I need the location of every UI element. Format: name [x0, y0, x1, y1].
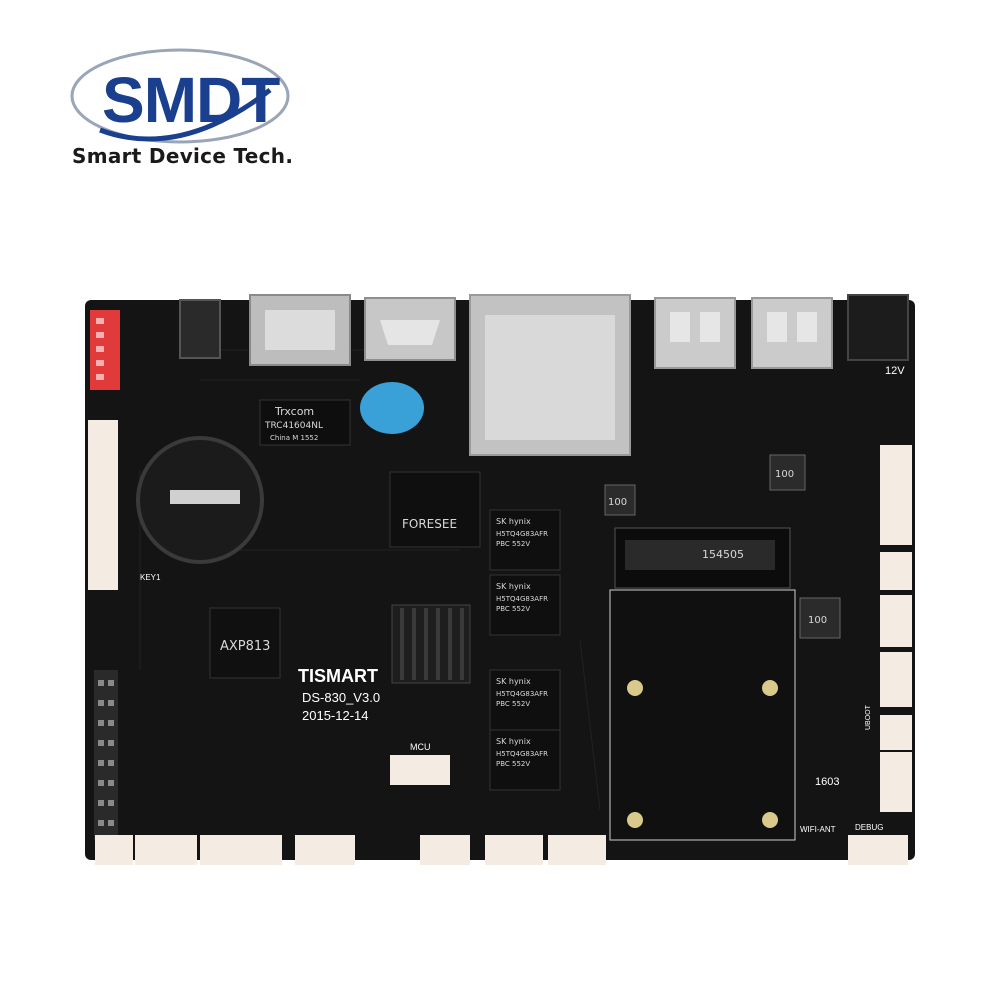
- debug-label: DEBUG: [855, 823, 883, 832]
- lan-transformer: [259, 399, 351, 446]
- svg-text:H5TQ4G83AFR: H5TQ4G83AFR: [496, 690, 548, 698]
- bottom-connector-7: [548, 835, 606, 865]
- bottom-connector-8: [848, 835, 908, 865]
- bottom-connector-1: [95, 835, 133, 865]
- board-date: 2015-12-14: [302, 708, 369, 723]
- svg-text:H5TQ4G83AFR: H5TQ4G83AFR: [496, 750, 548, 758]
- svg-text:PBC 552V: PBC 552V: [496, 760, 530, 768]
- logo-tagline: Smart Device Tech.: [72, 144, 294, 168]
- svg-text:TRC41604NL: TRC41604NL: [264, 421, 323, 431]
- logo-swoosh-icon: [70, 48, 290, 144]
- svg-text:100: 100: [775, 469, 794, 480]
- bottom-connector-2: [135, 835, 197, 865]
- emmc-chip: [389, 471, 481, 548]
- ram-chip-1: SK hynix H5TQ4G83AFR PBC 552V: [489, 509, 561, 571]
- bottom-connector-6: [485, 835, 543, 865]
- svg-text:Trxcom: Trxcom: [274, 405, 314, 418]
- left-connector-2: [88, 500, 118, 590]
- power-jack: [847, 294, 909, 361]
- audio-jack: [179, 299, 221, 359]
- svg-text:H5TQ4G83AFR: H5TQ4G83AFR: [496, 530, 548, 538]
- mcu-label: MCU: [410, 742, 431, 752]
- svg-text:SK hynix: SK hynix: [496, 737, 531, 746]
- wifi-ant-label: WIFI-ANT: [800, 825, 836, 834]
- svg-text:PBC 552V: PBC 552V: [496, 605, 530, 613]
- right-connector-5: [880, 715, 912, 750]
- right-connector-3: [880, 595, 912, 647]
- svg-text:PBC 552V: PBC 552V: [496, 700, 530, 708]
- inductor-2: [769, 454, 806, 491]
- inductor-3: [799, 597, 841, 639]
- usb-port-1: [654, 297, 736, 369]
- ceramic-capacitor: [360, 382, 424, 434]
- svg-text:SK hynix: SK hynix: [496, 582, 531, 591]
- board-brand: TISMART: [298, 666, 378, 686]
- bottom-connector-5: [420, 835, 470, 865]
- left-connector-1: [88, 420, 118, 500]
- power-label: 12V: [885, 365, 905, 377]
- svg-text:H5TQ4G83AFR: H5TQ4G83AFR: [496, 595, 548, 603]
- svg-text:100: 100: [608, 497, 627, 508]
- module-area: [609, 589, 796, 841]
- right-connector-2: [880, 552, 912, 590]
- ram-chip-2: SK hynix H5TQ4G83AFR PBC 552V: [489, 574, 561, 636]
- bottom-connector-4: [295, 835, 355, 865]
- key-label: KEY1: [140, 573, 161, 582]
- logo-wordmark: SMDT: [102, 64, 280, 136]
- svg-text:PBC 552V: PBC 552V: [496, 540, 530, 548]
- red-header: [90, 310, 120, 390]
- pin-header: [94, 670, 118, 840]
- board-model: DS-830_V3.0: [302, 690, 380, 705]
- usb-port-2: [751, 297, 833, 369]
- svg-text:SK hynix: SK hynix: [496, 677, 531, 686]
- ram-chip-4: SK hynix H5TQ4G83AFR PBC 552V: [489, 729, 561, 791]
- ram-chip-3: SK hynix H5TQ4G83AFR PBC 552V: [489, 669, 561, 731]
- svg-text:China M 1552: China M 1552: [270, 434, 318, 442]
- svg-text:AXP813: AXP813: [220, 639, 270, 654]
- mcu-connector: [390, 755, 450, 785]
- circuit-board: 12V Trxcom TRC41604NL China M 1552 KEY1 …: [80, 290, 920, 870]
- bottom-connector-3: [200, 835, 282, 865]
- right-connector-6: [880, 752, 912, 812]
- inductor-1: [604, 484, 636, 516]
- svg-text:FORESEE: FORESEE: [402, 517, 457, 531]
- right-connector-1: [880, 445, 912, 545]
- uboot-label: UBOOT: [865, 704, 872, 730]
- heatsink: [391, 604, 471, 684]
- right-connector-4: [880, 652, 912, 707]
- smdt-logo: SMDT Smart Device Tech.: [70, 30, 330, 180]
- svg-text:154505: 154505: [702, 548, 744, 561]
- pmic-chip: [209, 607, 281, 679]
- corner-marking: 1603: [815, 776, 839, 788]
- svg-text:SK hynix: SK hynix: [496, 517, 531, 526]
- svg-text:100: 100: [808, 615, 827, 626]
